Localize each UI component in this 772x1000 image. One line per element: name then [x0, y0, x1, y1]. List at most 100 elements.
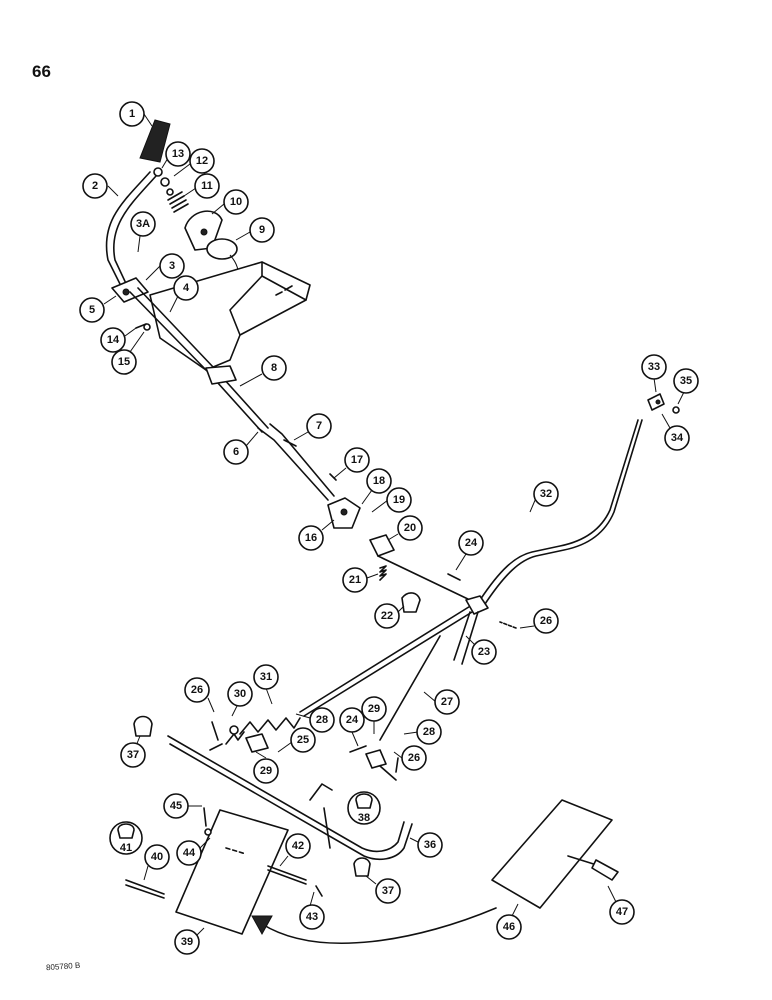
svg-text:16: 16 — [305, 532, 317, 544]
callout-43: 43 — [299, 891, 325, 930]
transfer-arrow — [251, 907, 497, 944]
callout-36: 36 — [409, 832, 443, 858]
hand-lever — [105, 119, 171, 293]
svg-text:8: 8 — [271, 362, 277, 374]
svg-text:32: 32 — [540, 488, 552, 500]
svg-text:47: 47 — [616, 906, 628, 918]
svg-text:27: 27 — [441, 696, 453, 708]
svg-text:34: 34 — [671, 432, 684, 444]
svg-text:26: 26 — [191, 684, 203, 696]
callout-3: 3 — [145, 253, 185, 281]
svg-text:23: 23 — [478, 646, 490, 658]
svg-text:26: 26 — [408, 752, 420, 764]
callout-46: 46 — [496, 903, 522, 940]
callout-39: 39 — [174, 927, 205, 955]
clamp-22 — [401, 592, 421, 613]
svg-text:38: 38 — [358, 812, 370, 824]
callout-45: 45 — [163, 793, 202, 819]
clevis-29a — [245, 733, 269, 753]
svg-text:24: 24 — [465, 537, 478, 549]
pin-42 — [267, 865, 307, 885]
fasteners — [203, 439, 517, 897]
callout-15: 15 — [111, 331, 145, 375]
clevis-20 — [369, 534, 471, 601]
svg-text:29: 29 — [260, 765, 272, 777]
callout-40: 40 — [143, 844, 170, 881]
svg-text:45: 45 — [170, 800, 182, 812]
svg-text:40: 40 — [151, 851, 163, 863]
callout-32: 32 — [529, 481, 559, 513]
callout-19: 19 — [371, 487, 412, 513]
callout-47: 47 — [607, 885, 635, 925]
rod-27 — [379, 635, 441, 741]
callout-37a: 37 — [120, 735, 146, 768]
svg-text:14: 14 — [107, 334, 120, 346]
callout-7: 7 — [293, 413, 332, 441]
bushing-37-top — [133, 715, 153, 737]
svg-text:4: 4 — [183, 282, 190, 294]
svg-text:11: 11 — [201, 180, 213, 192]
svg-text:20: 20 — [404, 522, 416, 534]
svg-text:3: 3 — [169, 260, 175, 272]
svg-text:25: 25 — [297, 734, 309, 746]
callout-2: 2 — [82, 173, 119, 199]
callout-26c: 26 — [393, 745, 427, 771]
callout-37b: 37 — [365, 875, 401, 904]
svg-text:9: 9 — [259, 224, 265, 236]
svg-text:43: 43 — [306, 911, 318, 923]
svg-text:39: 39 — [181, 936, 193, 948]
callout-8: 8 — [239, 355, 287, 387]
callout-24b: 24 — [339, 707, 365, 747]
callout-9: 9 — [235, 217, 275, 243]
callout-16: 16 — [298, 519, 335, 551]
svg-text:41: 41 — [120, 842, 132, 854]
callout-35: 35 — [673, 368, 699, 405]
svg-text:44: 44 — [183, 847, 196, 859]
spring-21 — [379, 565, 387, 581]
control-rod — [299, 419, 643, 717]
callout-28b: 28 — [403, 719, 442, 745]
callout-1: 1 — [119, 101, 153, 127]
svg-text:15: 15 — [118, 356, 130, 368]
svg-text:26: 26 — [540, 615, 552, 627]
svg-text:35: 35 — [680, 375, 692, 387]
svg-text:42: 42 — [292, 840, 304, 852]
svg-text:37: 37 — [382, 885, 394, 897]
svg-text:18: 18 — [373, 475, 385, 487]
callout-42: 42 — [279, 833, 311, 867]
svg-text:19: 19 — [393, 494, 405, 506]
callout-41: 41 — [109, 821, 143, 855]
callout-28a: 28 — [295, 707, 335, 733]
callout-38: 38 — [347, 791, 381, 825]
callout-25: 25 — [277, 727, 316, 753]
svg-text:12: 12 — [196, 155, 208, 167]
callout-23: 23 — [465, 635, 497, 665]
svg-text:36: 36 — [424, 839, 436, 851]
callout-34: 34 — [661, 413, 690, 451]
callout-5: 5 — [79, 295, 117, 323]
callout-6: 6 — [223, 431, 259, 465]
svg-text:37: 37 — [127, 749, 139, 761]
callout-18: 18 — [361, 468, 392, 505]
spring-30 — [225, 725, 245, 745]
svg-text:30: 30 — [234, 688, 246, 700]
svg-text:2: 2 — [92, 180, 98, 192]
svg-text:13: 13 — [172, 148, 184, 160]
svg-text:6: 6 — [233, 446, 239, 458]
callout-26a: 26 — [519, 608, 559, 634]
lever-washers — [153, 167, 189, 213]
page-number: 66 — [32, 62, 51, 81]
svg-text:28: 28 — [316, 714, 328, 726]
cover-plates — [184, 210, 239, 301]
callout-30: 30 — [227, 681, 253, 717]
callout-3a: 3A — [130, 211, 156, 253]
callout-27: 27 — [423, 689, 460, 715]
svg-text:1: 1 — [129, 108, 135, 120]
svg-text:33: 33 — [648, 361, 660, 373]
callout-11: 11 — [183, 173, 220, 199]
rod-connector-23 — [453, 595, 489, 665]
pin-40 — [125, 879, 165, 899]
callout-12: 12 — [173, 148, 215, 177]
pedal-shaft — [167, 735, 413, 861]
